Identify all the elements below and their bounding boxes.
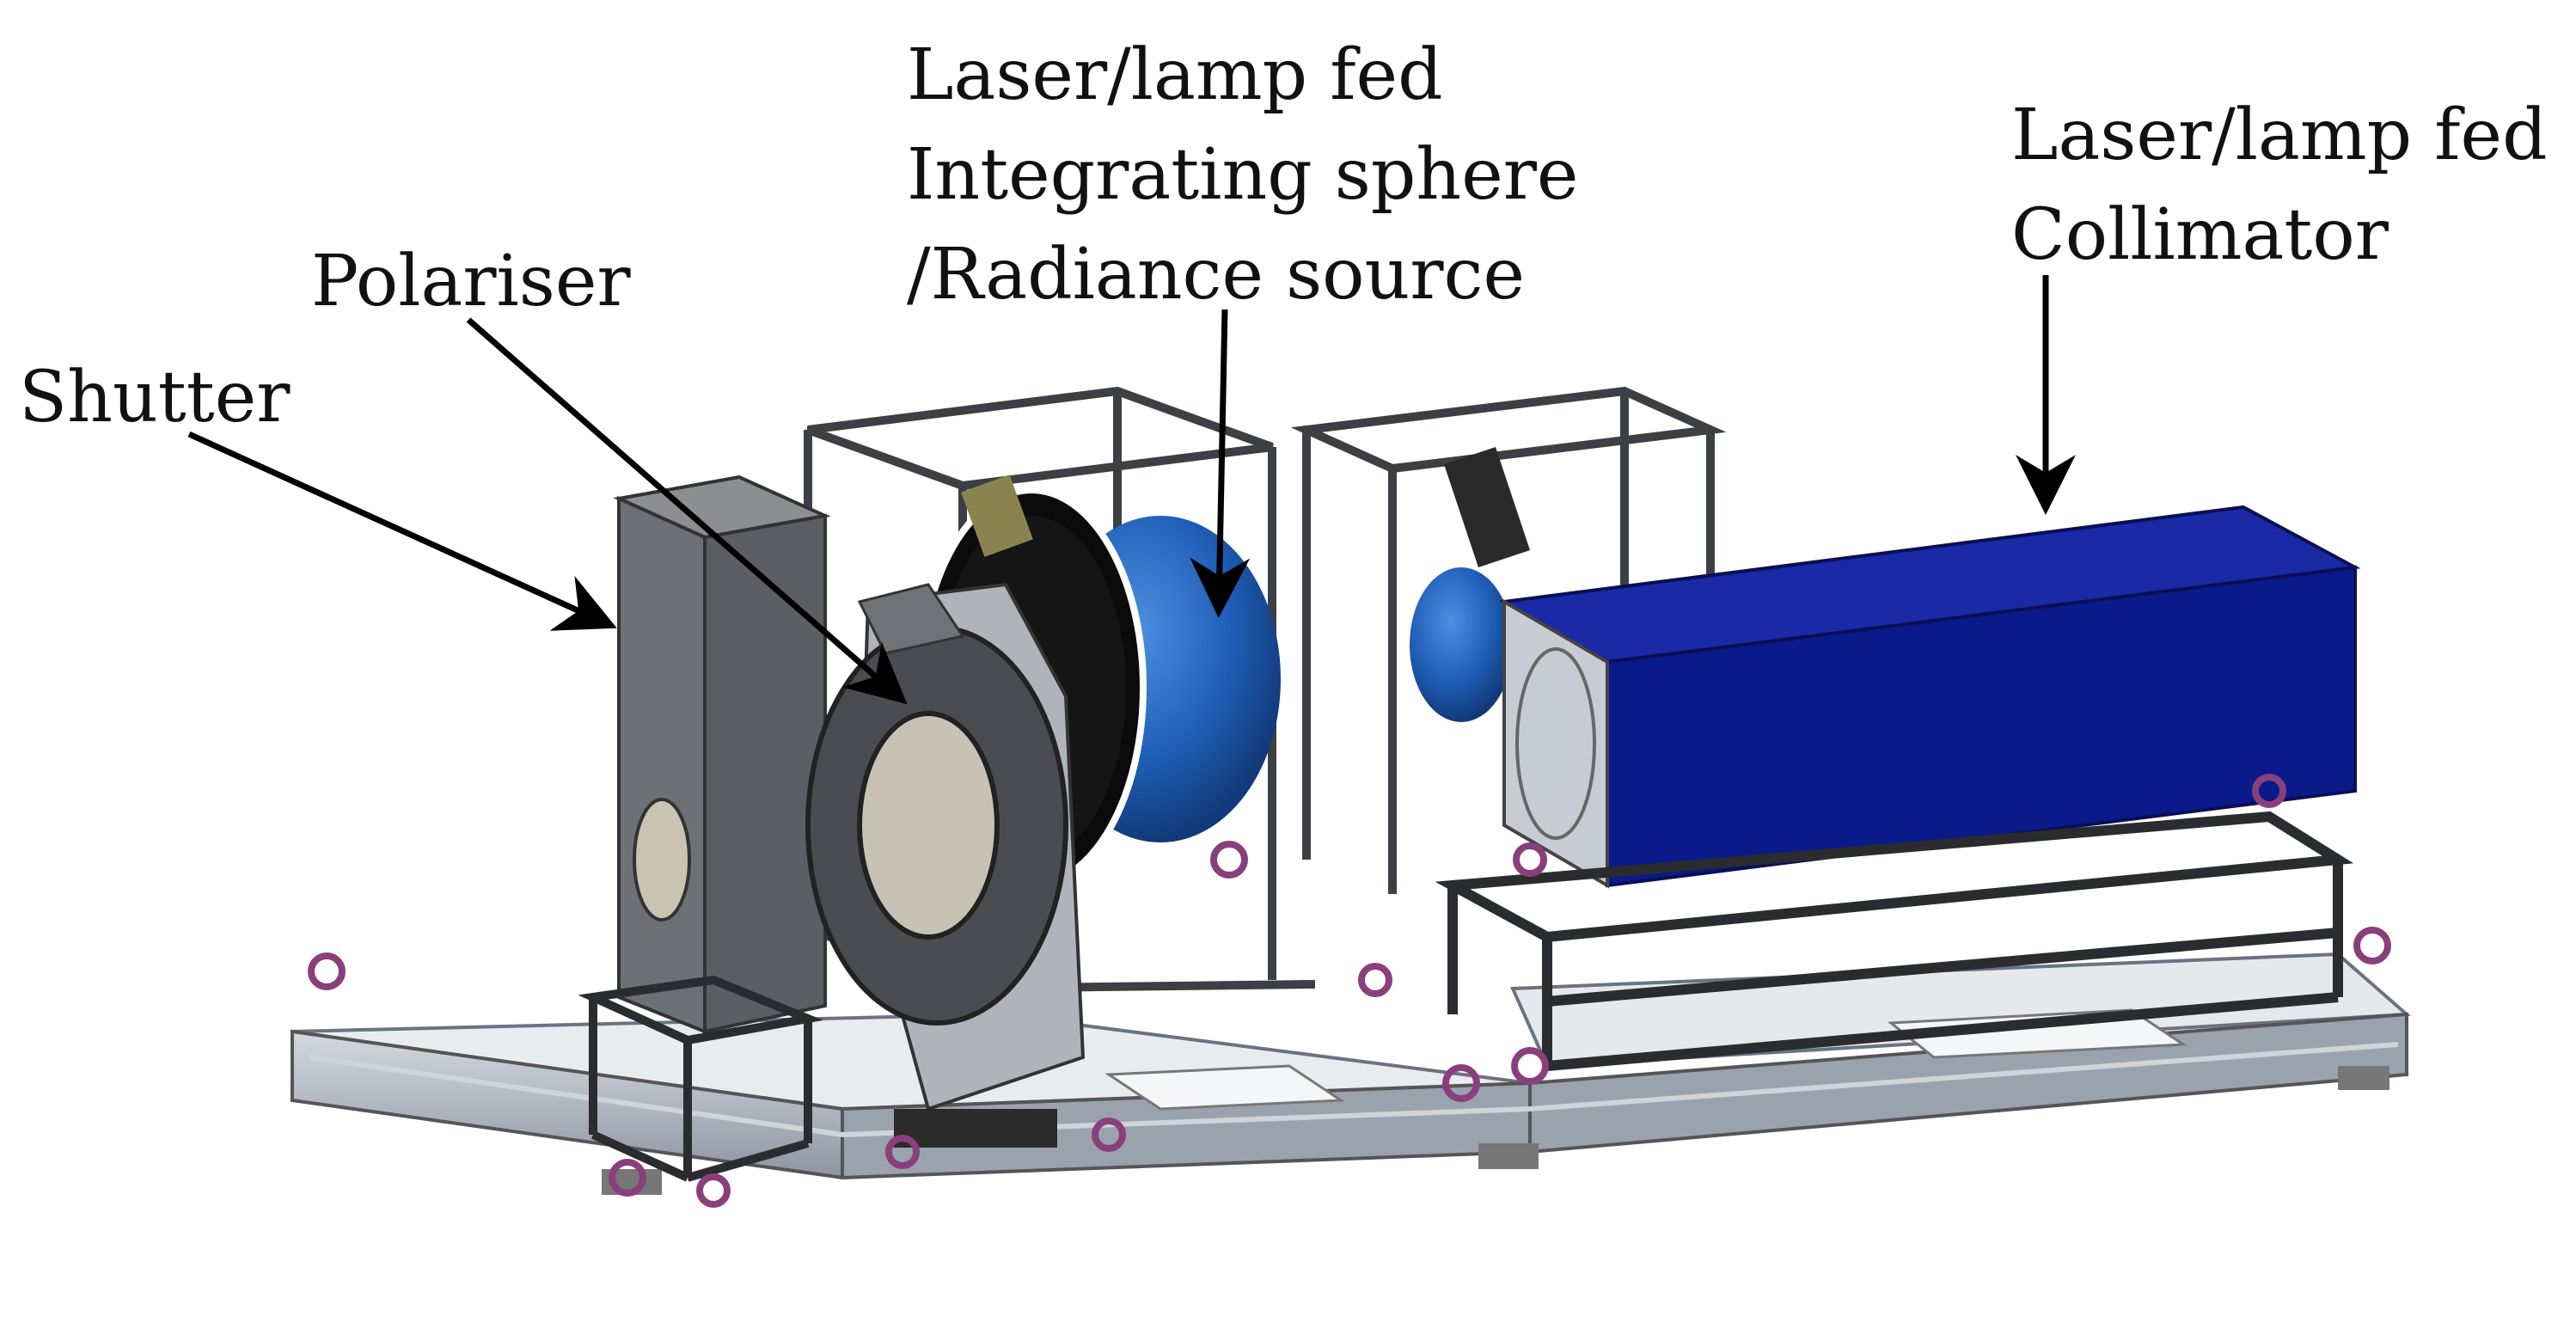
collimator-stand bbox=[1435, 811, 2354, 1071]
collimator-label-line-2: Collimator bbox=[2011, 194, 2389, 276]
collimator-body bbox=[1498, 505, 2361, 889]
leader-arrows bbox=[187, 275, 2076, 705]
collimator-label-line-1: Laser/lamp fed bbox=[2011, 95, 2548, 176]
sphere-arrow bbox=[1190, 309, 1251, 618]
small-sphere bbox=[1410, 567, 1513, 722]
sphere-label-line-3: /Radiance source bbox=[907, 234, 1525, 315]
sphere-label-line-1: Laser/lamp fed bbox=[907, 34, 1443, 116]
sphere-label-line-2: Integrating sphere bbox=[907, 134, 1579, 216]
collimator-label: Laser/lamp fed Collimator bbox=[2011, 86, 2548, 285]
base-frame bbox=[291, 952, 2411, 1195]
polariser-label: Polariser bbox=[311, 241, 631, 322]
polariser-arrow bbox=[466, 317, 908, 705]
polariser-device bbox=[805, 582, 1086, 1148]
lamp-housing bbox=[1444, 447, 1530, 567]
shutter-device bbox=[578, 475, 831, 1182]
shutter-label: Shutter bbox=[19, 357, 291, 438]
sphere-label: Laser/lamp fed Integrating sphere /Radia… bbox=[907, 26, 1578, 325]
lifting-eye-bolts bbox=[308, 774, 2391, 1208]
shutter-arrow bbox=[187, 431, 617, 631]
